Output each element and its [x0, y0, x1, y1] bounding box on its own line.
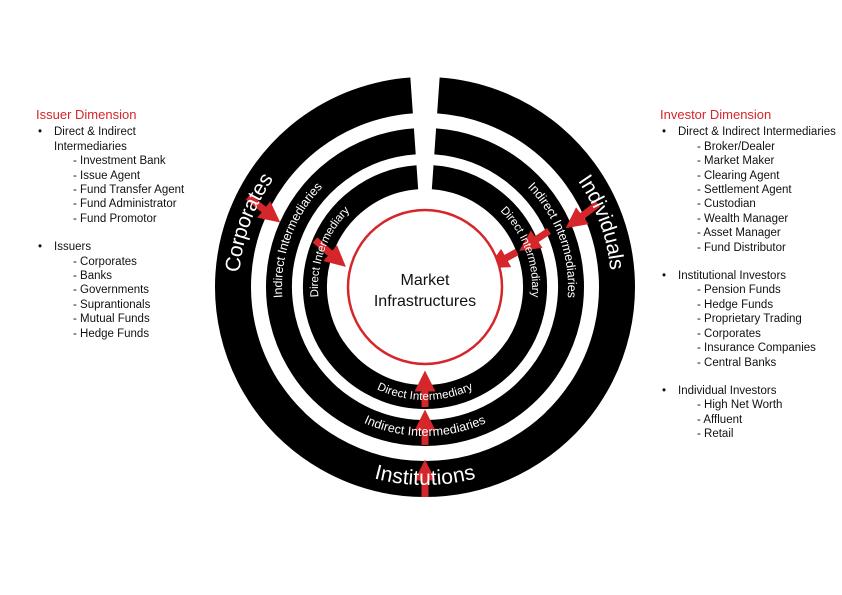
- issuer-group-label: Direct & Indirect Intermediaries: [36, 125, 206, 154]
- investor-list-item: Central Banks: [660, 356, 838, 370]
- issuer-list-item: Corporates: [36, 255, 206, 269]
- issuer-list-item: Fund Administrator: [36, 197, 206, 211]
- investor-list-item: Retail: [660, 427, 838, 441]
- investor-list-item: Pension Funds: [660, 283, 838, 297]
- investor-group-label: Institutional Investors: [660, 269, 838, 284]
- investor-list-item: Broker/Dealer: [660, 140, 838, 154]
- issuer-list-item: Investment Bank: [36, 154, 206, 168]
- investor-list-item: Affluent: [660, 413, 838, 427]
- right-middle-arrow: [519, 228, 551, 251]
- issuer-dimension-panel: Issuer Dimension Direct & Indirect Inter…: [36, 107, 206, 355]
- left-outer-arrow: [245, 194, 281, 223]
- issuer-list-item: Suprantionals: [36, 298, 206, 312]
- investor-list-item: Wealth Manager: [660, 212, 838, 226]
- investor-list-item: High Net Worth: [660, 398, 838, 412]
- issuer-group: Direct & Indirect Intermediaries Investm…: [36, 125, 206, 226]
- investor-list-item: Asset Manager: [660, 226, 838, 240]
- investor-group-label: Individual Investors: [660, 384, 838, 399]
- issuer-list-item: Fund Transfer Agent: [36, 183, 206, 197]
- center-label-line2: Infrastructures: [374, 293, 476, 310]
- investor-group: Direct & Indirect Intermediaries Broker/…: [660, 125, 838, 255]
- issuer-group: Issuers Corporates Banks Governments Sup…: [36, 240, 206, 341]
- issuer-list-item: Mutual Funds: [36, 312, 206, 326]
- right-outer-ring-segment: [437, 77, 635, 439]
- issuer-list-item: Issue Agent: [36, 169, 206, 183]
- center-label: Market: [401, 272, 450, 289]
- investor-list-item: Corporates: [660, 327, 838, 341]
- issuer-list-item: Governments: [36, 283, 206, 297]
- investor-group: Individual Investors High Net Worth Affl…: [660, 384, 838, 442]
- issuer-list-item: Banks: [36, 269, 206, 283]
- investor-group-label: Direct & Indirect Intermediaries: [660, 125, 838, 140]
- investor-list-item: Fund Distributor: [660, 241, 838, 255]
- investor-list-item: Custodian: [660, 197, 838, 211]
- investor-list-item: Hedge Funds: [660, 298, 838, 312]
- center-circle: [346, 208, 504, 366]
- investor-dimension-panel: Investor Dimension Direct & Indirect Int…: [660, 107, 838, 456]
- left-middle-ring-segment: [266, 128, 416, 402]
- investor-list-item: Insurance Companies: [660, 341, 838, 355]
- left-outer-ring-segment: [215, 77, 413, 439]
- left-inner-arrow: [312, 237, 346, 267]
- right-middle-ring-segment: [434, 128, 584, 402]
- investor-list-item: Proprietary Trading: [660, 312, 838, 326]
- investor-list-item: Clearing Agent: [660, 169, 838, 183]
- right-inner-arrow: [487, 248, 519, 269]
- investor-dimension-title: Investor Dimension: [660, 107, 772, 122]
- investor-group: Institutional Investors Pension Funds He…: [660, 269, 838, 370]
- issuer-list-item: Hedge Funds: [36, 327, 206, 341]
- issuer-group-label: Issuers: [36, 240, 206, 255]
- investor-list-item: Settlement Agent: [660, 183, 838, 197]
- issuer-dimension-title: Issuer Dimension: [36, 107, 137, 122]
- investor-list-item: Market Maker: [660, 154, 838, 168]
- right-outer-arrow: [565, 201, 601, 229]
- issuer-list-item: Fund Promotor: [36, 212, 206, 226]
